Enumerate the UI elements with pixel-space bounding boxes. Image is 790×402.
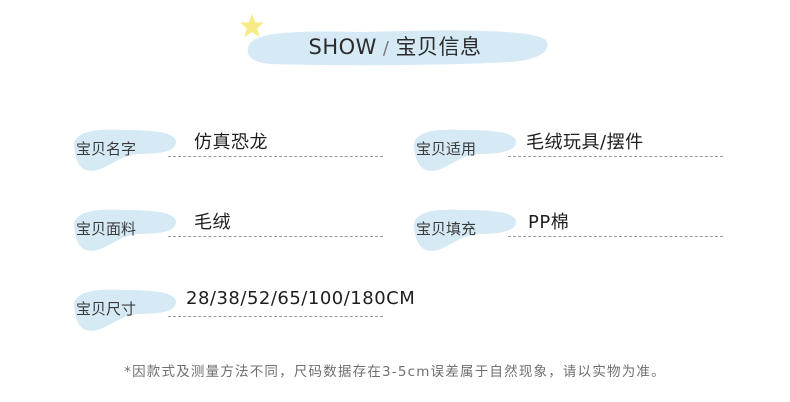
label-blob [413,209,516,251]
title-chinese: 宝贝信息 [395,35,482,59]
field-label: 宝贝适用 [416,140,477,158]
field-filling: 宝贝填充 PP棉 [408,204,728,254]
title-english: SHOW [308,35,377,59]
star-icon [240,14,264,37]
field-value: 毛绒 [194,212,231,233]
dotted-divider [168,236,383,237]
dotted-divider [508,236,723,237]
dotted-divider [508,156,723,157]
disclaimer-note: *因款式及测量方法不同，尺码数据存在3-5cm误差属于自然现象，请以实物为准。 [124,364,666,380]
title-background-blob [247,30,548,66]
field-label: 宝贝面料 [76,220,137,238]
field-name: 宝贝名字 仿真恐龙 [68,124,388,174]
label-blob [73,209,176,251]
dotted-divider [168,156,383,157]
field-label: 宝贝填充 [416,220,477,238]
title-separator: / [382,38,390,59]
label-blob [73,289,176,331]
label-blob [73,129,176,171]
field-material: 宝贝面料 毛绒 [68,204,388,254]
page-title: SHOW/宝贝信息 [0,31,790,61]
field-label: 宝贝尺寸 [76,300,137,318]
field-usage: 宝贝适用 毛绒玩具/摆件 [408,124,728,174]
label-blob [413,129,516,171]
dotted-divider [168,316,383,317]
header: SHOW/宝贝信息 [0,0,790,70]
field-value: 仿真恐龙 [194,132,268,153]
field-size: 宝贝尺寸 28/38/52/65/100/180CM [68,284,508,334]
field-value: 毛绒玩具/摆件 [526,132,644,153]
field-label: 宝贝名字 [76,140,137,158]
field-value: PP棉 [528,212,570,233]
field-value: 28/38/52/65/100/180CM [186,288,416,309]
